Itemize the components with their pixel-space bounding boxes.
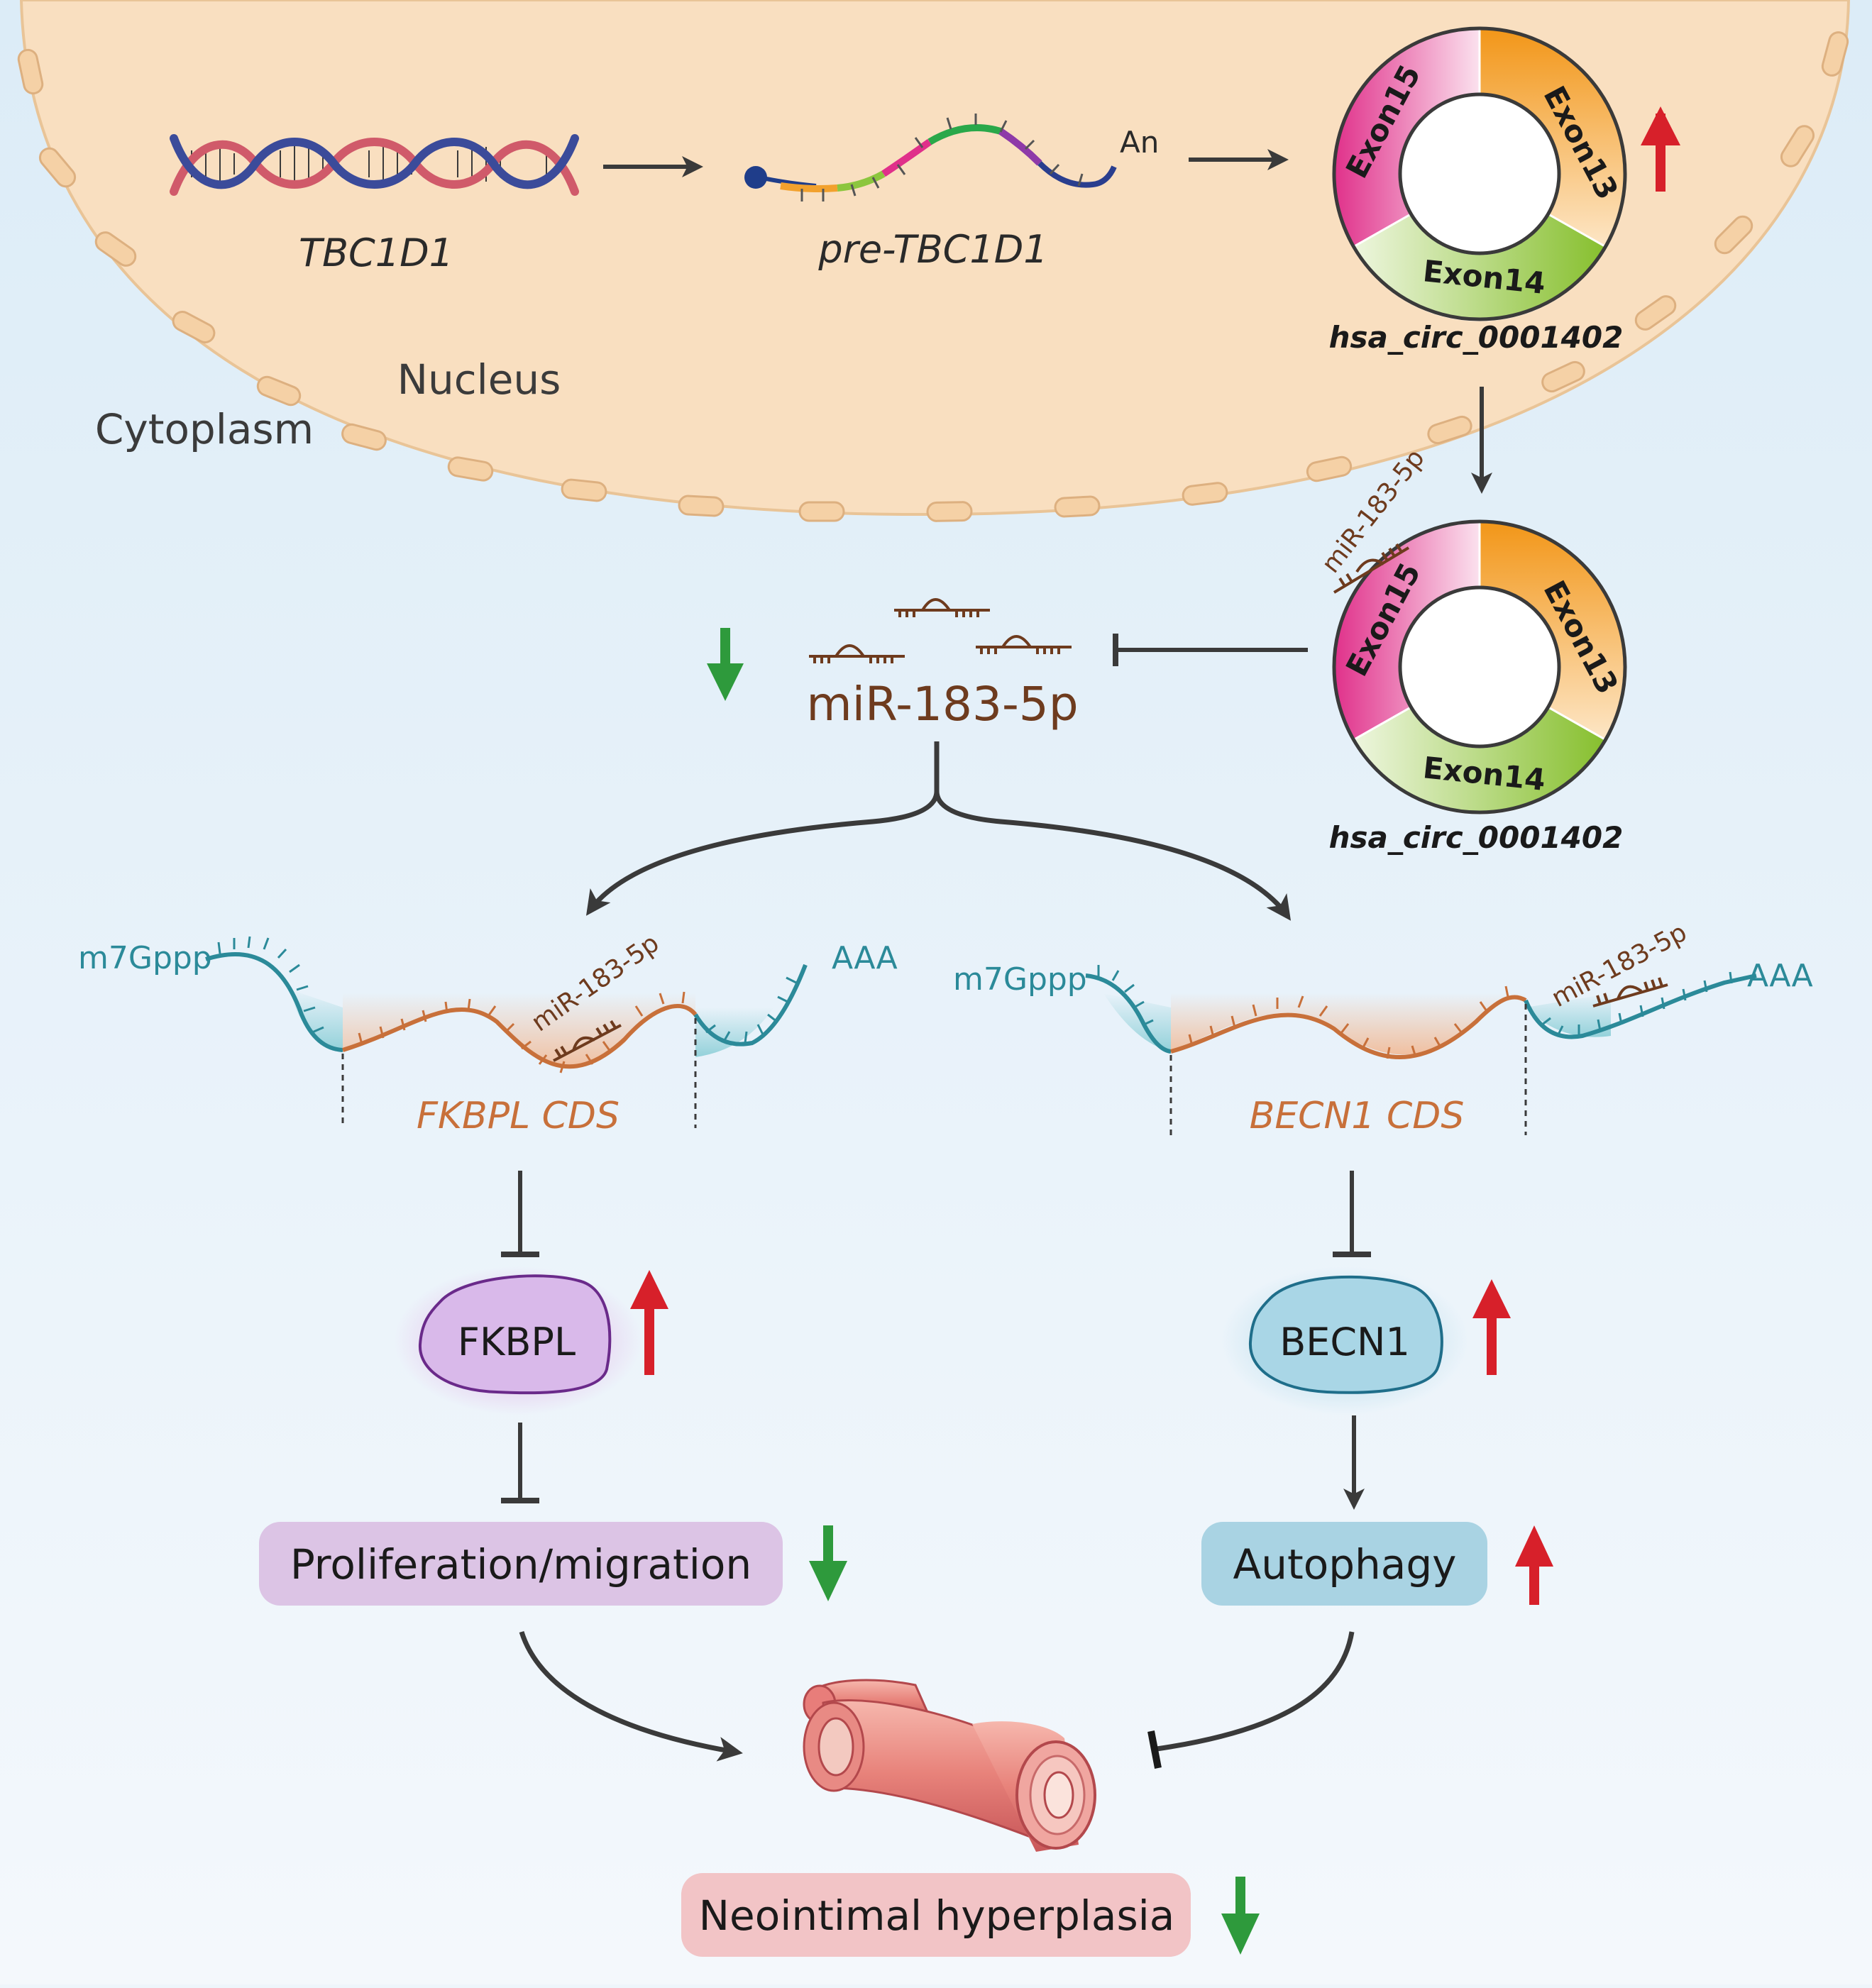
up-arrow-circrna-icon xyxy=(1641,106,1680,145)
mrna-right xyxy=(1085,965,1757,1135)
mrna-right-tail-label: AAA xyxy=(1747,958,1813,994)
up-arrow-fkbpl-icon xyxy=(630,1270,668,1309)
mirna-label: miR-183-5p xyxy=(806,677,1078,731)
cytoplasm-label: Cytoplasm xyxy=(95,405,314,453)
gene-label: TBC1D1 xyxy=(299,231,453,275)
inhibit-hyperplasia-line xyxy=(1156,1631,1355,1752)
mrna-left xyxy=(205,936,808,1128)
circrna-top-label: hsa_circ_0001402 xyxy=(1329,320,1624,355)
up-arrow-autophagy-icon xyxy=(1515,1525,1553,1567)
mrna-left-tail-label: AAA xyxy=(832,940,898,976)
fkbpl-protein-icon xyxy=(418,1274,612,1395)
mrna-right-cap-label: m7Gppp xyxy=(953,961,1087,998)
down-arrow-mirna-icon xyxy=(707,663,744,701)
proliferation-box xyxy=(259,1522,783,1606)
fkbpl-label: FKBPL xyxy=(458,1320,576,1364)
autophagy-box xyxy=(1201,1522,1487,1606)
hyperplasia-label: Neointimal hyperplasia xyxy=(699,1892,1175,1940)
circrna-bottom-label: hsa_circ_0001402 xyxy=(1329,820,1624,855)
down-arrow-proliferation-icon xyxy=(809,1561,847,1601)
mrna-right-cds-label: BECN1 CDS xyxy=(1250,1095,1465,1137)
dna-helix-icon xyxy=(170,134,579,196)
mirna-bound-circrna-icon xyxy=(1333,543,1410,594)
mirna-cluster-icon xyxy=(809,598,1072,663)
mrna-left-cap-label: m7Gppp xyxy=(78,940,212,976)
circrna-bottom: Exon15 Exon13 Exon14 xyxy=(1332,519,1627,814)
inhibit-hyperplasia-bar xyxy=(1147,1730,1162,1769)
arrow-branch-left xyxy=(585,741,940,916)
up-arrow-becn1-icon xyxy=(1472,1279,1511,1318)
proliferation-label: Proliferation/migration xyxy=(290,1540,751,1589)
becn1-protein-icon xyxy=(1248,1275,1443,1394)
pre-mrna-label: pre-TBC1D1 xyxy=(817,227,1047,272)
poly-a-label: An xyxy=(1120,125,1159,160)
nucleus-label: Nucleus xyxy=(397,355,561,404)
arrow-promote-hyperplasia xyxy=(519,1630,743,1762)
blood-vessel-icon xyxy=(803,1679,1096,1852)
pre-mrna-icon xyxy=(744,114,1117,201)
autophagy-label: Autophagy xyxy=(1233,1540,1457,1589)
down-arrow-hyperplasia-icon xyxy=(1221,1914,1260,1955)
hyperplasia-box xyxy=(681,1873,1191,1957)
becn1-label: BECN1 xyxy=(1279,1320,1410,1364)
circrna-top: Exon15 Exon13 Exon14 xyxy=(1332,26,1627,321)
mrna-left-cds-label: FKBPL CDS xyxy=(417,1095,620,1137)
arrow-branch-right xyxy=(934,790,1292,921)
nuclear-pores xyxy=(17,31,1849,522)
